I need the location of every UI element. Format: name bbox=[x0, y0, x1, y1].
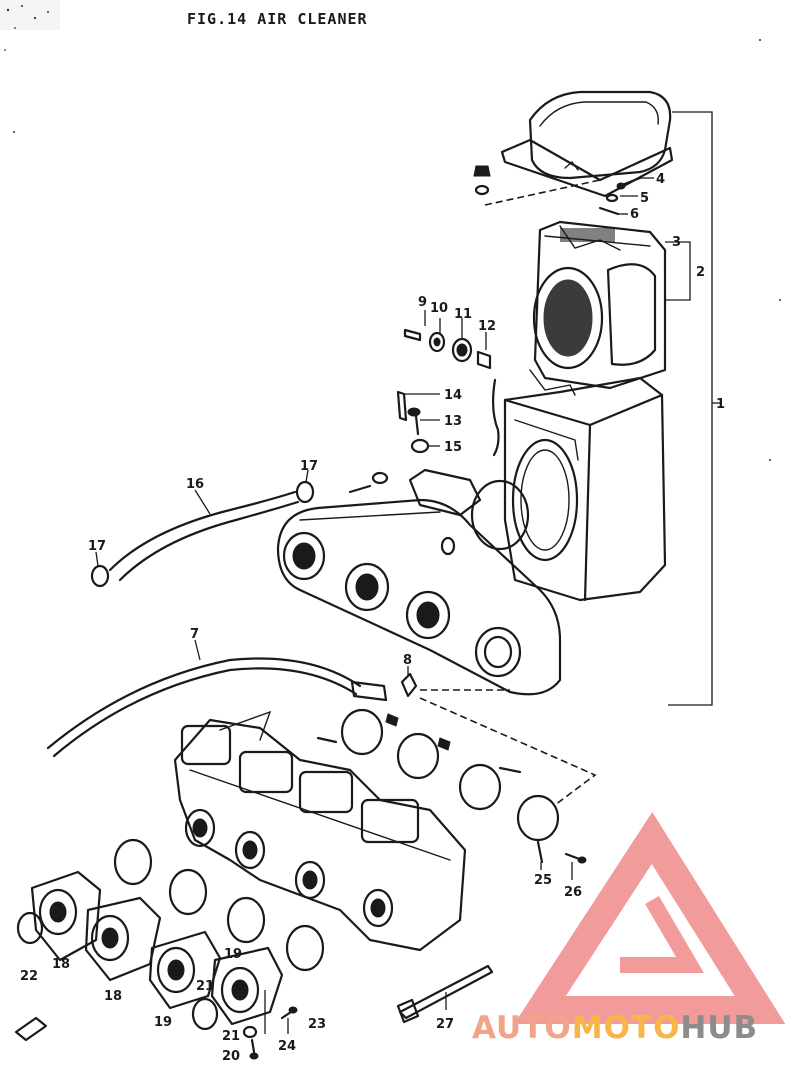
figure-title: FIG.14 AIR CLEANER bbox=[187, 10, 368, 28]
callout-20: 20 bbox=[222, 1049, 240, 1064]
callout-10: 10 bbox=[430, 301, 448, 316]
callout-5: 5 bbox=[640, 191, 649, 206]
assembly-line-b bbox=[419, 697, 597, 806]
drain-tube-cap bbox=[350, 680, 388, 702]
callout-17-right: 17 bbox=[300, 459, 318, 474]
callout-22: 22 bbox=[20, 969, 38, 984]
watermark-part-hub: HUB bbox=[680, 1010, 758, 1046]
intake-pipe-19-left bbox=[148, 930, 222, 1010]
assembly-bracket-2 bbox=[665, 241, 691, 301]
callout-7: 7 bbox=[190, 627, 199, 642]
intake-clamps-lower bbox=[16, 838, 325, 1031]
drain-hose bbox=[491, 378, 500, 457]
pipe-fasteners bbox=[242, 990, 298, 1060]
callout-21-lower: 21 bbox=[222, 1029, 240, 1044]
watermark-text: AUTOMOTOHUB bbox=[472, 1010, 758, 1046]
callout-23: 23 bbox=[308, 1017, 326, 1032]
band-strap-27 bbox=[396, 964, 494, 1024]
air-cleaner-cap bbox=[500, 90, 674, 198]
callout-26: 26 bbox=[564, 885, 582, 900]
callout-6: 6 bbox=[630, 207, 639, 222]
callout-24: 24 bbox=[278, 1039, 296, 1054]
mount-hardware-9-12 bbox=[403, 310, 492, 370]
cover-bracket bbox=[348, 468, 530, 556]
hose-clip-17-left bbox=[90, 551, 110, 588]
callout-25: 25 bbox=[534, 873, 552, 888]
callout-3: 3 bbox=[672, 235, 681, 250]
watermark-part-moto: MOTO bbox=[572, 1010, 681, 1046]
callout-16: 16 bbox=[186, 477, 204, 492]
breather-hose-16-inner bbox=[118, 500, 300, 582]
callout-numbers: 1 2 3 4 5 6 7 8 9 10 11 12 13 14 15 16 1… bbox=[20, 172, 725, 1064]
tube-clip-8 bbox=[400, 666, 418, 698]
hose-clip-17-right bbox=[295, 469, 315, 504]
logo-triangle-icon bbox=[514, 812, 786, 1024]
assembly-line-cap bbox=[484, 179, 601, 206]
drain-tube-7-inner bbox=[52, 667, 358, 758]
callout-9: 9 bbox=[418, 295, 427, 310]
callout-18-right: 18 bbox=[104, 989, 122, 1004]
callout-14: 14 bbox=[444, 388, 462, 403]
scan-noise bbox=[0, 0, 781, 461]
bolt-group-4-5-6 bbox=[598, 176, 654, 216]
assembly-bracket-1 bbox=[668, 111, 713, 706]
callout-18-left: 18 bbox=[52, 957, 70, 972]
callout-19-left: 19 bbox=[154, 1015, 172, 1030]
callout-27: 27 bbox=[436, 1017, 454, 1032]
intake-boot-manifold bbox=[276, 498, 562, 696]
breather-hose-16 bbox=[108, 490, 297, 572]
air-box-housing bbox=[503, 369, 667, 602]
callout-17-left: 17 bbox=[88, 539, 106, 554]
callout-11: 11 bbox=[454, 307, 472, 322]
watermark-part-auto: AUTO bbox=[472, 1010, 572, 1046]
callout-leader-7 bbox=[194, 639, 201, 661]
callout-4: 4 bbox=[656, 172, 665, 187]
automotohub-logo bbox=[514, 812, 786, 1024]
callout-13: 13 bbox=[444, 414, 462, 429]
intake-pipe-19-right bbox=[210, 946, 284, 1026]
callout-19-right: 19 bbox=[224, 947, 242, 962]
logo-inner-mark-icon bbox=[620, 895, 704, 973]
intake-pipe-18-left bbox=[30, 870, 102, 962]
clamp-hardware-25-26 bbox=[536, 840, 587, 880]
boot-clamps-upper bbox=[316, 708, 560, 842]
callout-21-upper: 21 bbox=[196, 979, 214, 994]
drain-tube-7 bbox=[46, 657, 362, 750]
callout-1: 1 bbox=[716, 397, 725, 412]
callout-12: 12 bbox=[478, 319, 496, 334]
callout-15: 15 bbox=[444, 440, 462, 455]
front-arrow-icon bbox=[14, 1016, 48, 1042]
air-filter-element bbox=[532, 220, 667, 390]
callout-2: 2 bbox=[696, 265, 705, 280]
callout-leader-16 bbox=[194, 489, 211, 515]
callout-8: 8 bbox=[403, 653, 412, 668]
cap-nut bbox=[473, 165, 491, 196]
mount-hardware-13-15 bbox=[396, 390, 440, 454]
carburetor-bank bbox=[173, 710, 467, 952]
